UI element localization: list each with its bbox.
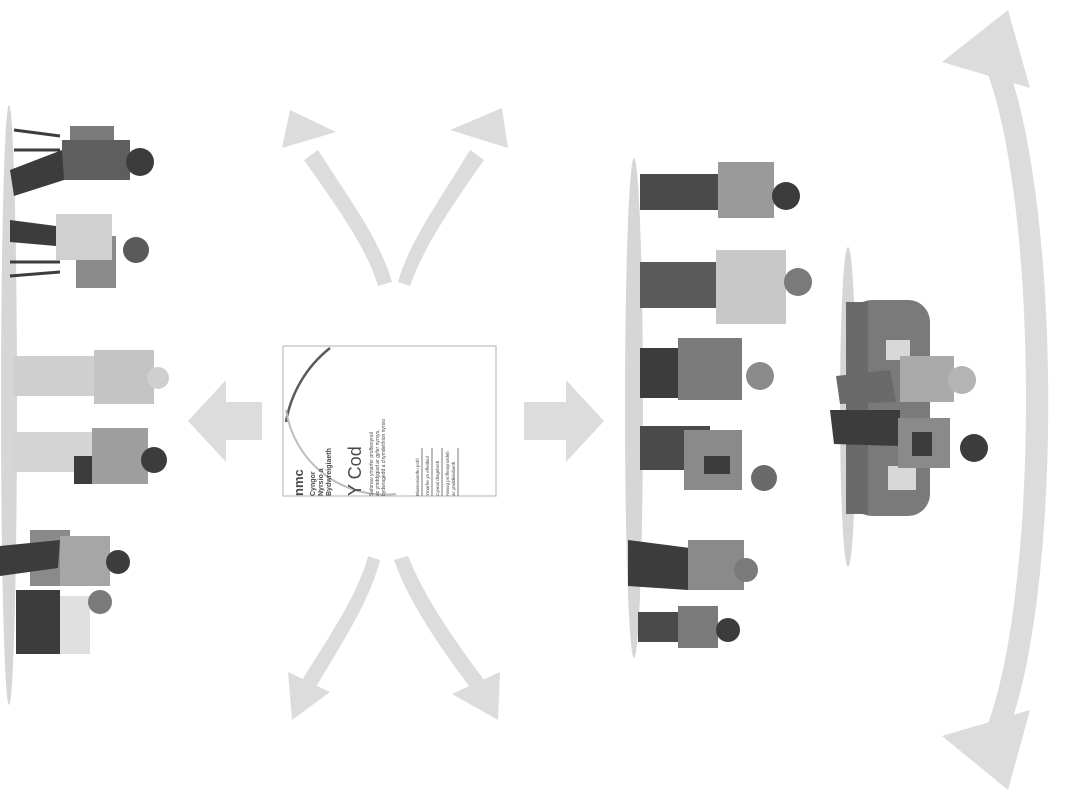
- top-right-arrowhead-icon: [450, 108, 508, 148]
- left-group-people: [0, 126, 169, 654]
- seated-person: [10, 126, 154, 196]
- seated-person: [10, 214, 149, 288]
- doc-brand-line3: Bydwreigiaeth: [326, 448, 333, 496]
- doc-subtitle-line3: bydwragedd a chymdeithion nyrsio: [381, 419, 387, 496]
- top-left-curve-arrow-icon: [304, 150, 392, 286]
- standing-person: [628, 540, 758, 590]
- standing-person: [640, 162, 800, 218]
- outer-arrowhead-bottom-icon: [942, 710, 1030, 790]
- left-arrow-icon: [188, 380, 262, 462]
- seated-person: [640, 338, 774, 400]
- bottom-left-curve-arrow-icon: [302, 556, 380, 690]
- top-right-curve-arrow-icon: [398, 150, 484, 286]
- doc-title: Y Cod: [345, 446, 365, 496]
- child-standing: [638, 606, 740, 648]
- doc-brand-line1: Cyngor: [310, 471, 317, 496]
- doc-brand-line2: Nyrsio a: [318, 468, 325, 496]
- standing-person: [14, 350, 169, 404]
- bottom-right-curve-arrow-icon: [394, 556, 484, 690]
- outer-arrowhead-top-icon: [942, 10, 1030, 88]
- top-left-arrowhead-icon: [282, 110, 336, 148]
- right-arrow-icon: [524, 380, 604, 462]
- right-group-people: [830, 300, 988, 516]
- doc-item: Ymarfer yn effeithiol: [425, 456, 430, 496]
- doc-brand-logo: nmc: [291, 469, 306, 496]
- standing-person: [12, 428, 167, 484]
- standing-person: [640, 250, 812, 324]
- doc-item: Annog proffesiynoldeb: [445, 451, 450, 496]
- outer-curve-arrow-icon: [984, 56, 1048, 742]
- doc-item: Cynnal diogelwch: [435, 460, 440, 496]
- doc-item: Blaenoriaethu pobl: [415, 458, 420, 496]
- doc-item: ac ymddiriedaeth: [451, 461, 456, 496]
- nurse-standing: [0, 536, 130, 586]
- seated-person: [640, 426, 777, 491]
- code-document: nmc Cyngor Nyrsio a Bydwreigiaeth Y Cod …: [283, 346, 496, 496]
- middle-group-people: [628, 162, 812, 648]
